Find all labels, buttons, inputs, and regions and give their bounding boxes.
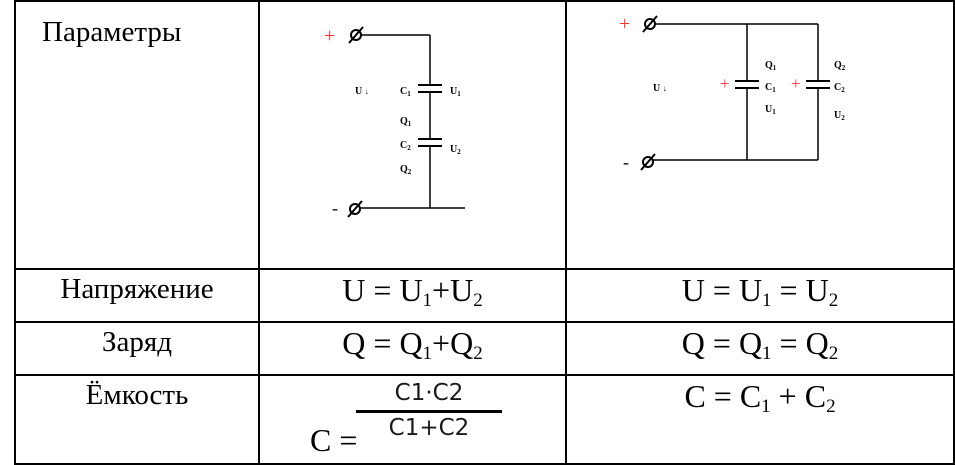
voltage-series-formula: U = U1+U2 [258, 268, 567, 323]
capacitance-series-fraction: C1·C2 C1+C2 [356, 378, 502, 443]
charge-series-formula: Q = Q1+Q2 [258, 321, 567, 376]
series-voltage-label: U ↓ [355, 86, 369, 97]
parallel-plus-sign: + [619, 13, 630, 35]
parallel-top-terminal [642, 15, 658, 33]
parallel-c2-plus: + [791, 74, 801, 93]
parameters-header: Параметры [14, 0, 260, 270]
parallel-q1-label: Q1 [765, 60, 777, 72]
header-row: Параметры + [14, 0, 955, 270]
parallel-bottom-terminal [640, 153, 656, 171]
parallel-voltage-label: U ↓ [653, 83, 667, 94]
charge-parallel-formula: Q = Q1 = Q2 [565, 321, 955, 376]
series-u1-label: U1 [450, 86, 461, 98]
series-c2-label: C2 [400, 140, 411, 152]
parallel-minus-sign: - [623, 152, 629, 172]
series-circuit-cell: + - U ↓ C1 [258, 0, 567, 270]
capacitance-row: Ёмкость C = C1·C2 C1+C2 C = C1 + C2 [14, 374, 955, 465]
parallel-c2-label: C2 [834, 82, 845, 94]
series-bottom-terminal [347, 200, 363, 218]
voltage-row: Напряжение U = U1+U2 U = U1 = U2 [14, 268, 955, 323]
series-q2-label: Q2 [400, 164, 412, 176]
parallel-circuit-cell: + - U ↓ [565, 0, 955, 270]
series-top-terminal [348, 26, 364, 44]
fraction-numerator: C1·C2 [394, 380, 464, 406]
voltage-label: Напряжение [14, 268, 260, 323]
fraction-bar [356, 410, 502, 413]
charge-row: Заряд Q = Q1+Q2 Q = Q1 = Q2 [14, 321, 955, 376]
voltage-parallel-formula: U = U1 = U2 [565, 268, 955, 323]
series-u2-label: U2 [450, 144, 461, 156]
capacitance-series-lhs: C = [310, 422, 358, 458]
parallel-u2-label: U2 [834, 110, 845, 122]
parallel-u1-label: U1 [765, 104, 776, 116]
capacitor-comparison-table: Параметры + [14, 0, 955, 465]
fraction-denominator: C1+C2 [388, 415, 470, 441]
charge-label: Заряд [14, 321, 260, 376]
parallel-q2-label: Q2 [834, 60, 846, 72]
series-c1-label: C1 [400, 86, 411, 98]
series-minus-sign: - [332, 198, 338, 218]
parallel-circuit-diagram: + - U ↓ [619, 13, 846, 172]
capacitance-parallel-formula: C = C1 + C2 [565, 374, 955, 465]
series-circuit-diagram: + - U ↓ C1 [324, 25, 465, 218]
parallel-c1-plus: + [720, 74, 730, 93]
capacitance-series-formula: C = C1·C2 C1+C2 [258, 374, 567, 465]
capacitance-label: Ёмкость [14, 374, 260, 465]
parallel-c1-label: C1 [765, 82, 776, 94]
series-q1-label: Q1 [400, 116, 412, 128]
series-plus-sign: + [324, 25, 335, 47]
